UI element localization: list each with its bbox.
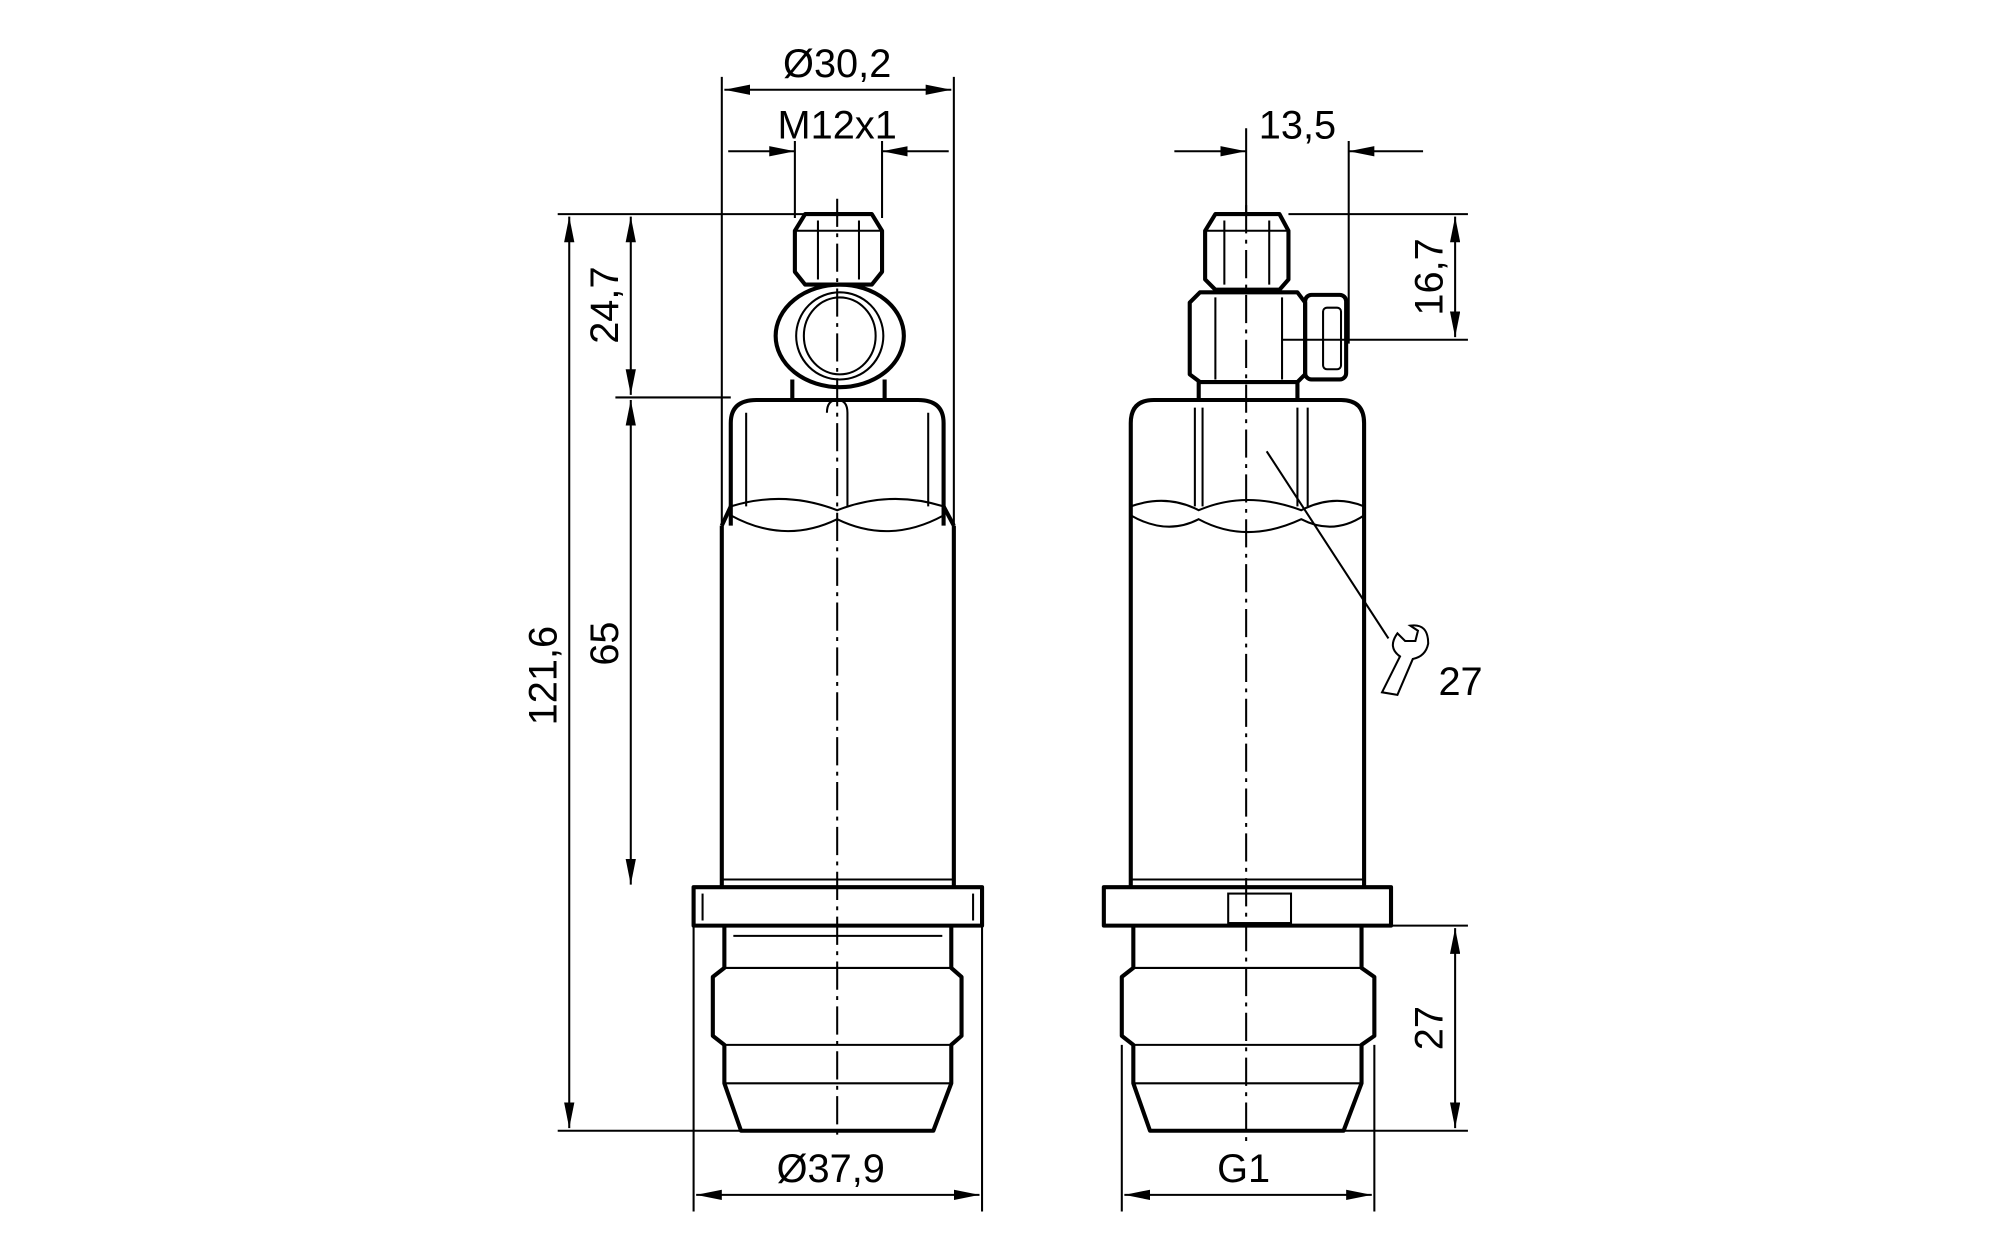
side-view [1101,205,1394,1142]
dim-thread-length: 27 [1407,1006,1451,1050]
dim-body-height: 65 [583,621,627,665]
dim-plug-offset: 13,5 [1259,103,1336,147]
dim-flange-diameter: Ø37,9 [777,1147,885,1191]
wrench-icon [1380,624,1430,697]
dim-total-height: 121,6 [521,626,565,725]
dim-overall-diameter: Ø30,2 [783,42,891,86]
dim-plug-height: 16,7 [1407,238,1451,315]
dim-process-thread: G1 [1217,1147,1270,1191]
dim-connector-thread: M12x1 [778,103,897,147]
dim-connector-height: 24,7 [583,266,627,343]
dim-wrench-size: 27 [1438,660,1482,704]
dimensions: Ø30,2 M12x1 121,6 24,7 65 Ø37,9 13,5 16,… [521,42,1483,1212]
front-view [691,198,985,1142]
